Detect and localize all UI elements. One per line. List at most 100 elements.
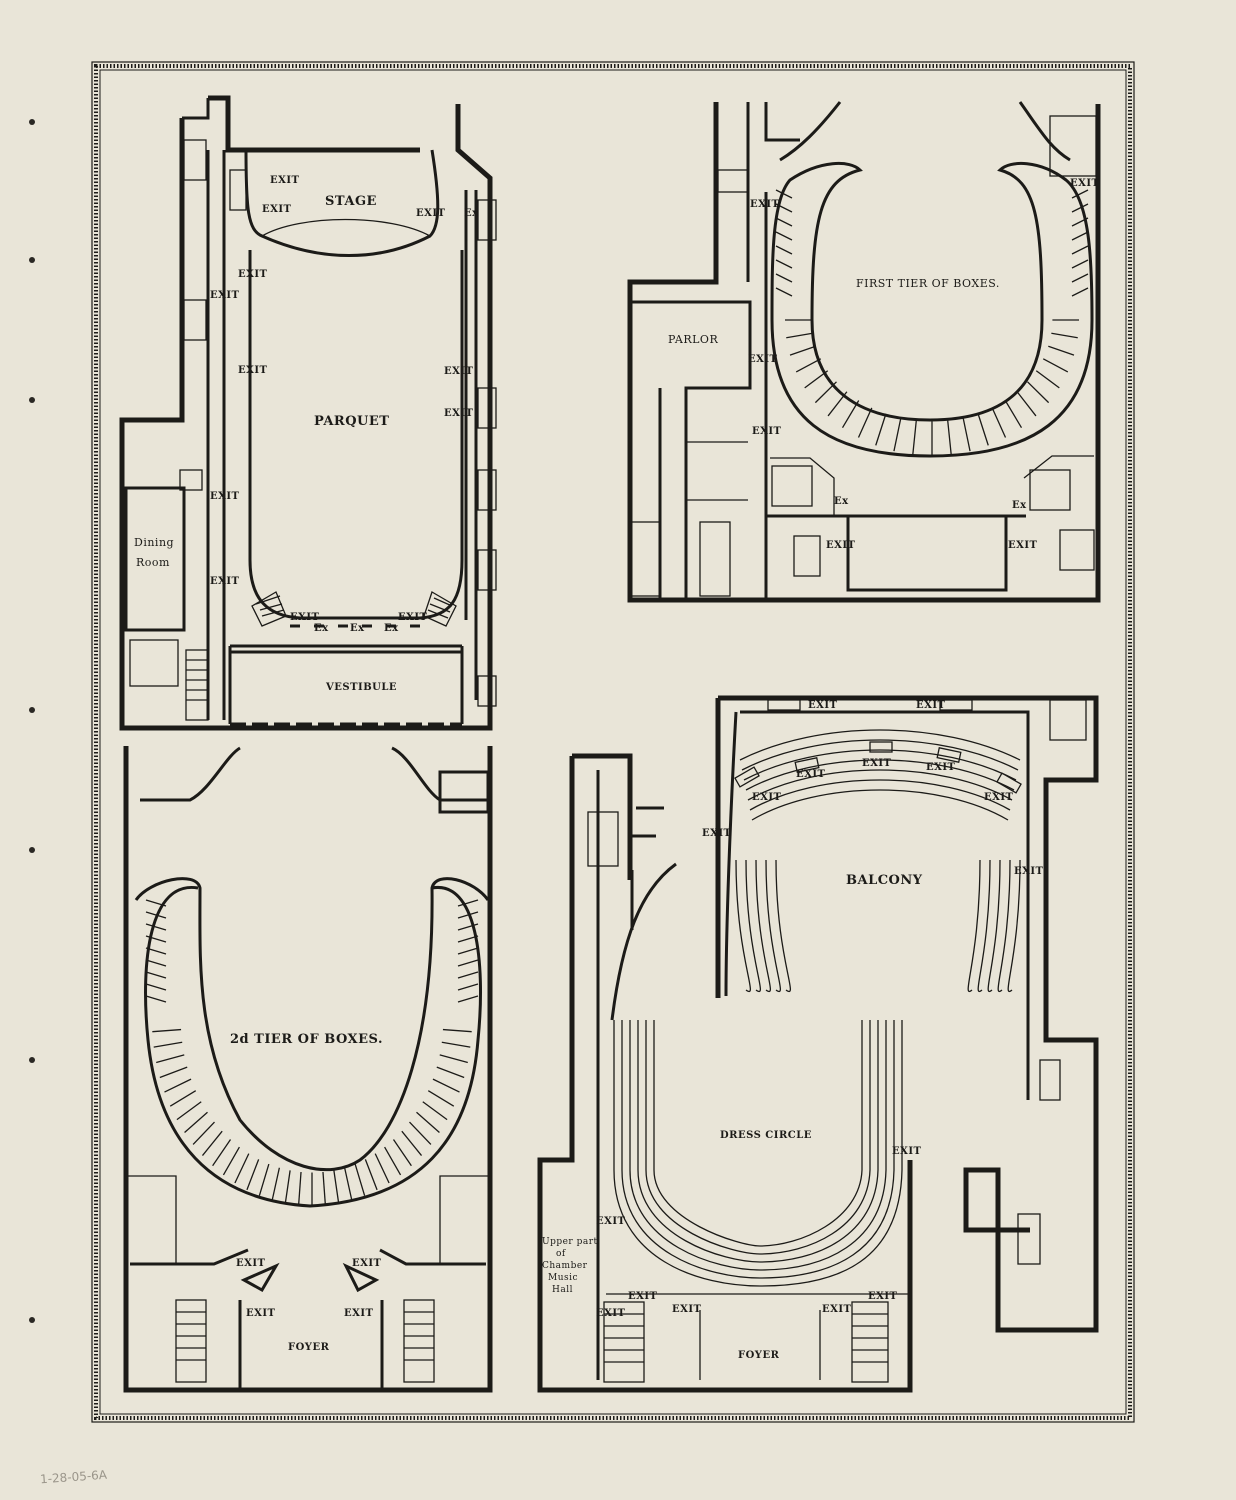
box-partition (176, 1101, 202, 1121)
ex-label: Ex (834, 496, 849, 507)
seat-row (967, 859, 981, 993)
first-tier-exit-labels: EXIT EXIT EXIT EXIT EXIT EXIT Ex Ex (748, 178, 1099, 551)
first-tier-plan: FIRST TIER OF BOXES. PARLOR EXIT EXIT EX… (627, 101, 1101, 603)
exit-label: EXIT (892, 1146, 922, 1157)
box-partition (893, 417, 902, 452)
box-partition (775, 203, 793, 213)
box-partition (827, 391, 848, 417)
box-partition (156, 1054, 185, 1064)
second-tier-exit-labels: EXIT EXIT EXIT EXIT (236, 1258, 381, 1319)
foyer-label: FOYER (738, 1350, 780, 1361)
box-partition (354, 1163, 366, 1196)
box-partition (1071, 203, 1089, 213)
seat-row (1007, 859, 1021, 993)
box-partition (457, 983, 479, 991)
box-partition (422, 1101, 448, 1121)
box-partition (1071, 273, 1089, 283)
seat-row (621, 1020, 895, 1279)
box-partition (184, 1111, 208, 1133)
balcony-title: BALCONY (846, 873, 923, 888)
exit-label: EXIT (808, 700, 838, 711)
exit-label: EXIT (796, 769, 826, 780)
box-partition (439, 1054, 468, 1064)
box-partition (401, 1130, 423, 1156)
box-partition (457, 923, 479, 931)
seat-row (747, 769, 1013, 801)
first-tier-title: FIRST TIER OF BOXES. (856, 277, 1000, 290)
exit-label: EXIT (398, 612, 428, 623)
box-partition (457, 911, 479, 919)
box-partition (343, 1167, 353, 1201)
seat-row (735, 859, 752, 993)
seat-row (629, 1020, 887, 1271)
exit-label: EXIT (236, 1258, 266, 1269)
box-partition (457, 995, 479, 1003)
box-partition (409, 1121, 432, 1145)
box-partition (322, 1171, 327, 1206)
ex-label: Ex (464, 208, 479, 219)
exit-label: EXIT (1008, 540, 1038, 551)
parquet-label: PARQUET (314, 414, 389, 429)
box-partition (775, 273, 793, 283)
box-partition (789, 345, 816, 356)
exit-label: EXIT (596, 1216, 626, 1227)
seat-row (637, 1020, 879, 1263)
exit-label: EXIT (238, 269, 268, 280)
box-partition (991, 407, 1007, 438)
box-partition (271, 1167, 281, 1201)
box-partition (145, 911, 167, 919)
box-partition (1071, 259, 1089, 269)
box-partition (169, 1090, 197, 1107)
box-partition (436, 1066, 465, 1079)
first-tier-box-partitions (775, 189, 1089, 456)
box-partition (246, 1159, 260, 1191)
box-partition (775, 287, 793, 297)
box-partition (427, 1090, 455, 1107)
box-partition (775, 217, 793, 227)
seat-row (743, 749, 1017, 781)
exit-label: EXIT (238, 365, 268, 376)
box-partition (857, 407, 873, 438)
second-tier-title: 2d TIER OF BOXES. (230, 1032, 383, 1047)
box-partition (153, 1041, 183, 1048)
seat-row (987, 859, 1001, 993)
box-partition (145, 971, 167, 979)
box-partition (1071, 245, 1089, 255)
box-partition (284, 1170, 291, 1204)
parlor-label: PARLOR (668, 333, 718, 346)
exit-label: EXIT (1014, 866, 1044, 877)
box-partition (234, 1153, 250, 1184)
box-partition (374, 1153, 390, 1184)
box-partition (457, 935, 479, 943)
box-partition (145, 923, 167, 931)
box-partition (1016, 391, 1037, 417)
box-partition (841, 400, 860, 428)
exit-label: EXIT (750, 199, 780, 210)
dress-circle-title: DRESS CIRCLE (720, 1130, 812, 1141)
seat-row (749, 779, 1011, 811)
exit-label: EXIT (210, 491, 240, 502)
exit-label: EXIT (868, 1291, 898, 1302)
exit-label: EXIT (748, 354, 778, 365)
exit-label: EXIT (826, 540, 856, 551)
box-partition (164, 1078, 192, 1093)
seat-row (613, 1020, 903, 1287)
chamber-note-line-1: Upper part (542, 1237, 598, 1247)
box-partition (962, 417, 971, 452)
box-partition (457, 971, 479, 979)
box-partition (804, 370, 829, 389)
ex-label: Ex (314, 623, 329, 634)
seat-row (745, 859, 762, 993)
box-partition (364, 1159, 378, 1191)
box-partition (145, 947, 167, 955)
box-partition (457, 959, 479, 967)
box-partition (795, 358, 822, 373)
box-partition (1048, 345, 1075, 356)
exit-label: EXIT (210, 576, 240, 587)
seat-row (741, 739, 1019, 771)
box-partition (416, 1111, 440, 1133)
box-partition (442, 1028, 472, 1033)
box-partition (432, 1078, 460, 1093)
chamber-note-line-5: Hall (552, 1285, 573, 1295)
box-partition (297, 1171, 302, 1206)
